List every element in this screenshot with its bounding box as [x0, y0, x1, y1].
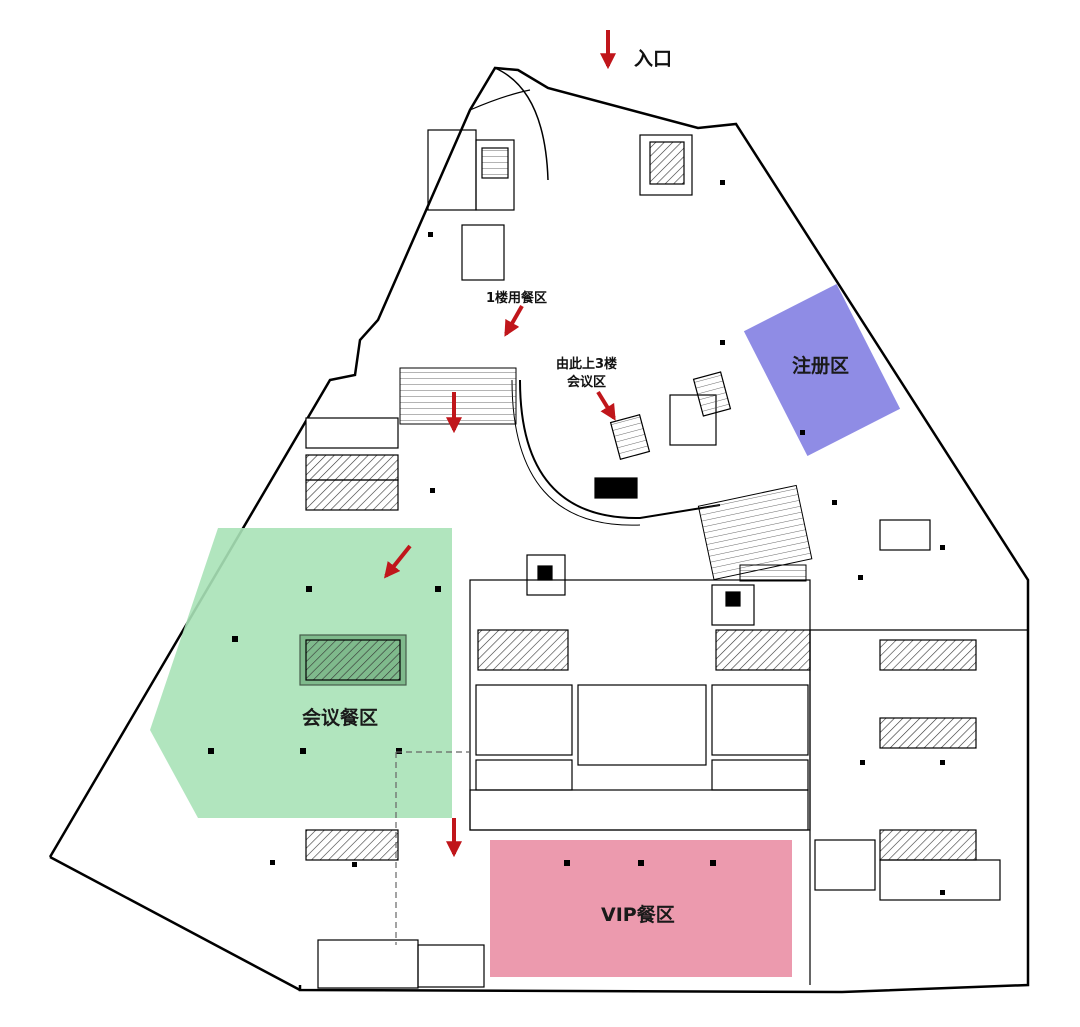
grand-staircase: [399, 367, 813, 582]
registration-zone[interactable]: [743, 284, 901, 456]
columns: [208, 180, 945, 895]
registration-zone-label: 注册区: [792, 355, 850, 377]
to-third-floor-line1: 由此上3楼: [556, 357, 618, 372]
meeting-dining-zone-label: 会议餐区: [302, 707, 379, 729]
arrow-first-floor-dining: [504, 305, 524, 337]
dashed-route: [395, 751, 470, 945]
arrow-third-floor: [596, 390, 616, 421]
interior-walls: [317, 129, 1028, 989]
building-outline: [48, 66, 1030, 994]
stair-cores: [299, 134, 977, 861]
arrow-meeting-dining: [384, 544, 412, 579]
to-third-floor-label: 由此上3楼 会议区: [556, 356, 617, 392]
to-third-floor-line2: 会议区: [567, 375, 607, 390]
direction-arrows: [384, 30, 616, 858]
first-floor-dining-label: 1楼用餐区: [486, 291, 548, 306]
entrance-label: 入口: [634, 48, 673, 70]
vip-dining-zone-label: VIP餐区: [601, 904, 675, 926]
